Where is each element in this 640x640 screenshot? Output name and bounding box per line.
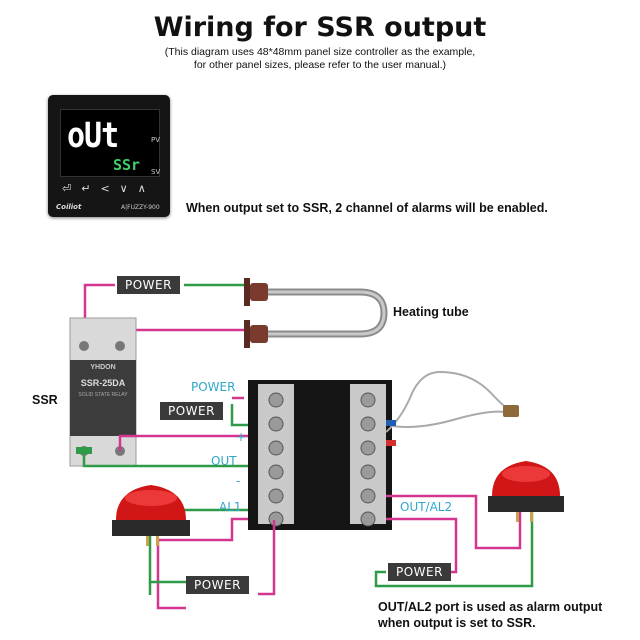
controller-terminal-block [248,380,392,530]
subtitle-line-2: for other panel sizes, please refer to t… [193,59,447,71]
alarm-port-note-line-1: OUT/AL2 port is used as alarm output [378,600,603,614]
power-label-cyan: POWER [191,380,236,394]
down-key-icon[interactable]: ∨ [119,182,128,195]
ssr-model: SSR-25DA [80,378,126,388]
controller-keypad: ⏎ ↵ < ∨ ∧ [62,182,146,195]
ssr-module [69,317,137,467]
pv-label: PV [151,136,161,144]
power-label-bottom-left: POWER [186,576,249,594]
subtitle-line-1: (This diagram uses 48*48mm panel size co… [164,46,476,58]
heating-tube-label: Heating tube [393,305,469,319]
controller-display: oUt SSr PV SV [60,109,160,177]
ssr-brand: YHDON [90,364,116,371]
left-key-icon[interactable]: < [100,182,110,195]
ssr-subtext: SOLID STATE RELAY [78,392,128,398]
power-label-left: POWER [160,402,223,420]
minus-label: - [236,474,241,488]
diagram-subtitle: (This diagram uses 48*48mm panel size co… [0,46,640,72]
al1-label: AL1 [219,500,242,514]
alarm-port-note-line-2: when output is set to SSR. [378,616,536,630]
power-label-bottom-right: POWER [388,563,451,581]
set-key-icon[interactable]: ⏎ [62,182,72,195]
sv-label: SV [151,168,161,176]
out-al2-label: OUT/AL2 [400,500,453,514]
up-key-icon[interactable]: ∧ [137,182,146,195]
plus-label: + [236,430,247,444]
brand-logo: Coiliot [56,203,82,211]
enter-key-icon[interactable]: ↵ [81,182,91,195]
thermocouple-probe [385,370,519,446]
model-label: A|FUZZY-900 [121,204,160,211]
ssr-alarm-note: When output set to SSR, 2 channel of ala… [186,201,548,215]
diagram-title: Wiring for SSR output [153,12,487,43]
power-label-top: POWER [117,276,180,294]
sv-display-value: SSr [113,156,141,174]
alarm-lamp-left [112,485,190,546]
ssr-label: SSR [32,393,58,407]
alarm-port-note: OUT/AL2 port is used as alarm output whe… [378,599,602,631]
pv-display-value: oUt [67,116,119,157]
out-label: OUT [211,454,237,468]
controller-front-panel: oUt SSr PV SV ⏎ ↵ < ∨ ∧ Coiliot A|FUZZY-… [48,95,170,217]
alarm-lamp-right [488,461,564,522]
heating-tube-graphic [244,278,388,348]
